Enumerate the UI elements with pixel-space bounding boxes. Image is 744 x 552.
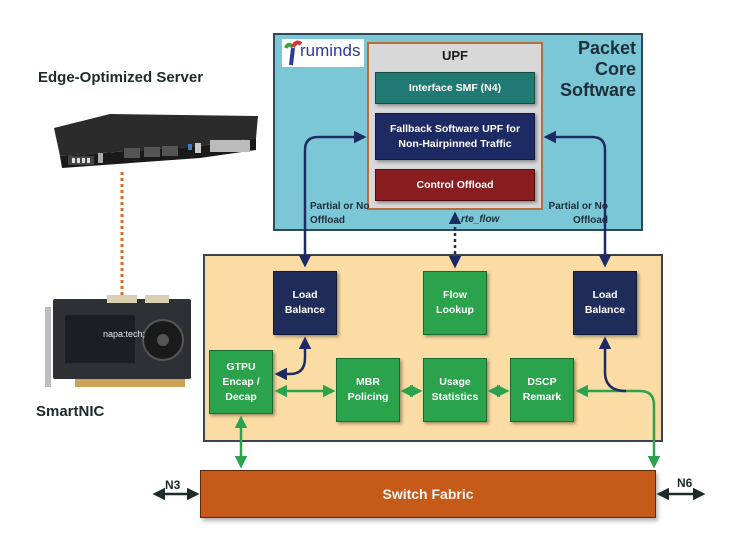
server-image: [50, 110, 260, 170]
smartnic-card-icon: [45, 295, 191, 387]
fallback-software-upf-block: Fallback Software UPF for Non-Hairpinned…: [375, 113, 535, 160]
dscp-remark-block: DSCP Remark: [510, 358, 574, 422]
logo-mark-icon: [284, 40, 302, 66]
mbr-policing-block: MBR Policing: [336, 358, 400, 422]
packet-core-software-title: Packet Core Software: [560, 38, 636, 101]
upf-title: UPF: [442, 48, 468, 63]
smartnic-label: SmartNIC: [36, 403, 105, 420]
title-line-core: Core: [594, 59, 636, 79]
smartnic-image: [45, 295, 195, 395]
logo-text: ruminds: [300, 41, 361, 60]
title-line-packet: Packet: [577, 38, 636, 58]
lb-right-dscp-arrow: [598, 336, 627, 393]
dscp-fabric-arrow: [575, 384, 661, 469]
right-offload-arrow: [543, 130, 612, 268]
n6-port-label: N6: [677, 476, 693, 490]
server-label: Edge-Optimized Server: [38, 69, 204, 86]
lb-gtpu-arrow: [274, 336, 312, 381]
control-offload-block: Control Offload: [375, 169, 535, 201]
title-line-software: Software: [559, 80, 636, 100]
load-balance-right-block: Load Balance: [573, 271, 637, 335]
interface-smf-block: Interface SMF (N4): [375, 72, 535, 104]
gtpu-encap-decap-block: GTPU Encap / Decap: [209, 350, 273, 414]
switch-fabric-bar: Switch Fabric: [200, 470, 656, 518]
left-offload-arrow: [298, 130, 367, 268]
load-balance-left-block: Load Balance: [273, 271, 337, 335]
truminds-logo: ruminds: [282, 39, 364, 67]
smartnic-brand: napa:tech;: [103, 329, 146, 339]
rte-flow-label: rte_flow: [461, 214, 500, 225]
usage-statistics-block: Usage Statistics: [423, 358, 487, 422]
server-icon: [54, 114, 258, 168]
flow-lookup-block: Flow Lookup: [423, 271, 487, 335]
